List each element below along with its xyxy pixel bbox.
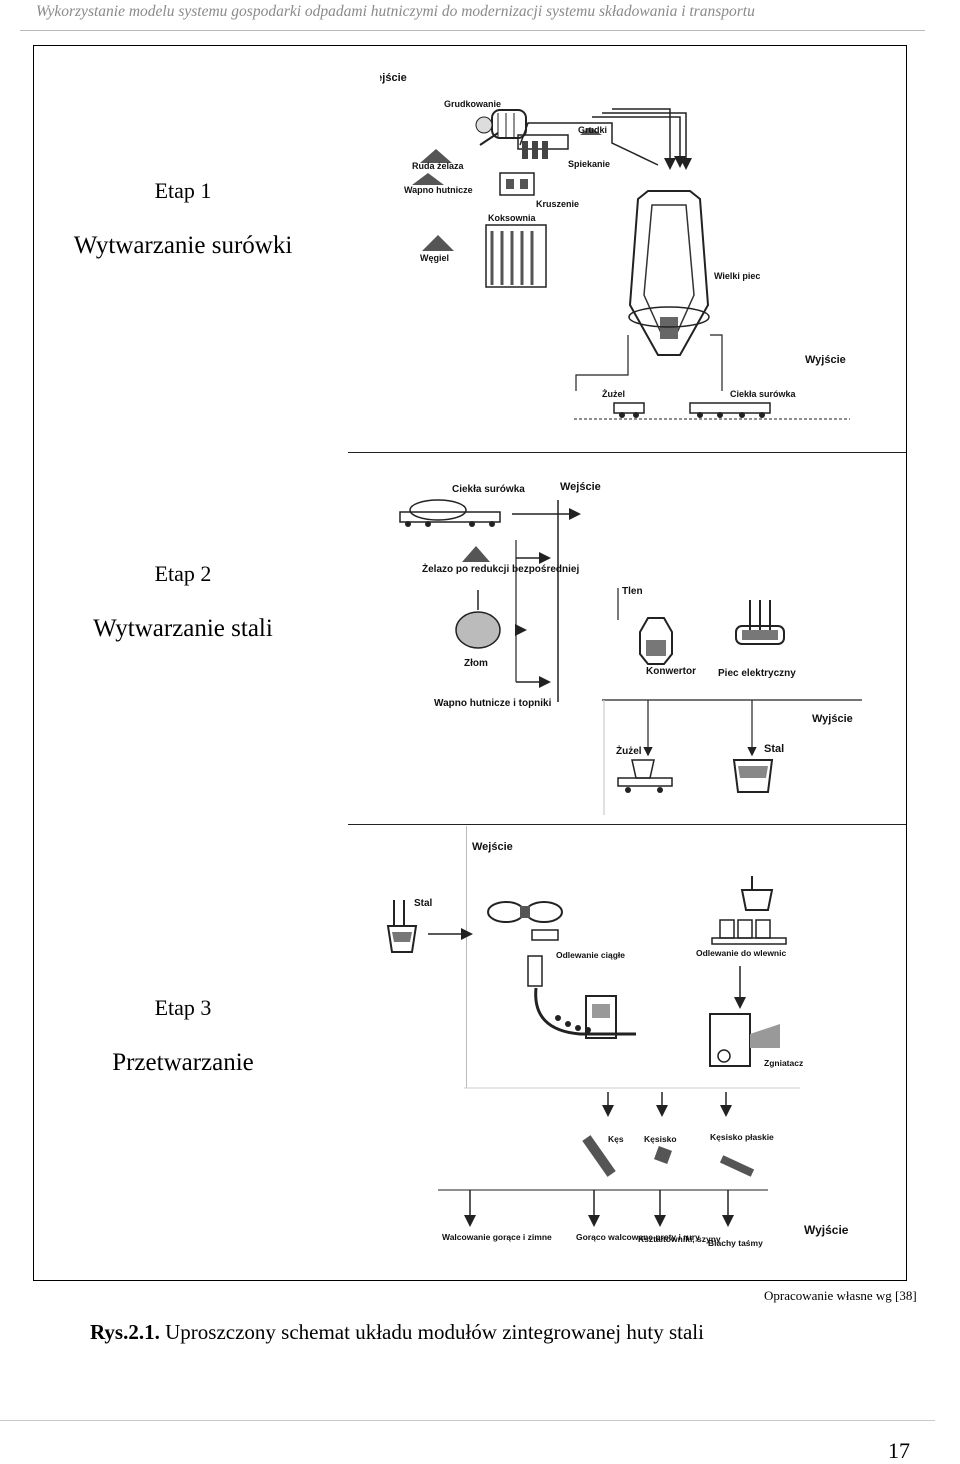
- stage-3-label-3: Zgniatacz: [764, 1058, 803, 1068]
- stage-1-label-2: Ruda żelaza: [412, 161, 465, 171]
- slab-icon: [719, 1155, 755, 1177]
- source-note: Opracowanie własne wg [38]: [764, 1288, 917, 1303]
- stage-1-label-1: Grudki: [578, 125, 607, 135]
- stage-1-number: Etap 1: [154, 178, 212, 203]
- stage-1-output-1: Ciekła surówka: [730, 389, 797, 399]
- stage-2-label-4: Tlen: [622, 586, 643, 597]
- page-number: 17: [888, 1438, 910, 1463]
- stage-2-label-0: Ciekła surówka: [452, 484, 525, 495]
- torpedo-car-icon: [399, 499, 501, 527]
- stage-2-output-label: Wyjście: [812, 713, 853, 725]
- stage-3-label: Etap 3 Przetwarzanie: [33, 995, 333, 1077]
- figure-caption: Rys.2.1. Uproszczony schemat układu modu…: [90, 1320, 704, 1345]
- slag-car-icon: [613, 402, 645, 418]
- stage-3-title: Przetwarzanie: [112, 1049, 254, 1076]
- stage-3-output-3: Blachy taśmy: [708, 1238, 763, 1248]
- stage-2-label-5: Konwertor: [646, 666, 696, 677]
- stage-3-label-2: Odlewanie do wlewnic: [696, 948, 786, 958]
- stage-1-label-3: Spiekanie: [568, 159, 610, 169]
- pellets-pile-icon: [580, 127, 602, 135]
- stage-3-output-2: Kształtowniki, szyny: [638, 1234, 721, 1244]
- dri-pile-icon: [462, 546, 490, 562]
- stage-1-label-6: Koksownia: [488, 213, 537, 223]
- stage-divider-2: [348, 824, 906, 825]
- header-rule: [20, 30, 925, 31]
- stage-3-number: Etap 3: [154, 995, 212, 1020]
- stage-2-label: Etap 2 Wytwarzanie stali: [33, 561, 333, 643]
- bloom-icon: [654, 1146, 672, 1164]
- stage-3-output-1: Gorąco walcowane pręty i rury: [576, 1232, 700, 1242]
- stage-2-output-1: Stal: [764, 743, 784, 755]
- stage-3-side-line: [466, 826, 467, 1088]
- pelletizing-drum-icon: [475, 109, 527, 146]
- slag-pot-icon: [617, 759, 673, 793]
- running-header: Wykorzystanie modelu systemu gospodarki …: [36, 3, 755, 20]
- blast-furnace-icon: [628, 190, 710, 356]
- sintering-machine-icon: [517, 134, 569, 159]
- stage-2-label-1: Żelazo po redukcji bezpośredniej: [422, 562, 579, 575]
- crusher-icon: [499, 172, 535, 196]
- stage-1-title: Wytwarzanie surówki: [73, 232, 293, 259]
- stage-2-output-0: Żużel: [616, 744, 642, 757]
- converter-icon: [639, 617, 673, 665]
- ore-pile-icon: [420, 149, 452, 163]
- stage-2-label-3: Wapno hutnicze i topniki: [434, 698, 552, 709]
- hot-metal-car-icon: [689, 402, 771, 418]
- stage-2-number: Etap 2: [154, 561, 212, 586]
- scrap-magnet-icon: [455, 590, 501, 649]
- stage-2-title: Wytwarzanie stali: [93, 615, 273, 642]
- stage-1-label-4: Wapno hutnicze: [404, 185, 473, 195]
- stage-3-label-0: Stal: [414, 898, 433, 909]
- caption-text: Uproszczony schemat układu modułów zinte…: [159, 1320, 704, 1344]
- footer-rule: [0, 1420, 935, 1421]
- coal-pile-icon: [422, 235, 454, 251]
- stage-1-label-5: Kruszenie: [536, 199, 579, 209]
- stage-2-illustration: Wejście Ciekła surówka Żelazo po redukcj…: [392, 470, 892, 820]
- stage-3-label-5: Kęsisko: [644, 1134, 677, 1144]
- stage-1-label-8: Wielki piec: [714, 271, 760, 281]
- coke-oven-icon: [485, 224, 547, 288]
- stage-1-output-label: Wyjście: [805, 354, 846, 366]
- stage-2-label-6: Piec elektryczny: [718, 668, 796, 679]
- stage-3-output-0: Walcowanie gorące i zimne: [442, 1232, 552, 1242]
- lime-pile-icon: [412, 173, 444, 185]
- continuous-caster-icon: [487, 901, 620, 1036]
- crusher-press-icon: [709, 1013, 780, 1067]
- blooming-mill-icon: [585, 995, 636, 1039]
- stage-2-input-label: Wejście: [560, 481, 601, 493]
- stage-1-illustration: Wejście Grudkowanie Grudki Ruda żelaza S…: [380, 55, 880, 435]
- stage-3-label-6: Kęsisko płaskie: [710, 1132, 774, 1142]
- stage-divider-1: [348, 452, 906, 453]
- stage-3-illustration: Wejście Stal Odlewanie ciągłe Odlewanie …: [380, 838, 900, 1274]
- stage-3-output-label: Wyjście: [804, 1223, 849, 1237]
- stage-1-label: Etap 1 Wytwarzanie surówki: [33, 178, 333, 260]
- stage-1-label-0: Grudkowanie: [444, 99, 501, 109]
- stage-1-output-0: Żużel: [602, 389, 625, 399]
- stage-3-input-label: Wejście: [472, 841, 513, 853]
- billet-icon: [582, 1135, 616, 1177]
- ladle-stal-icon: [386, 900, 418, 953]
- steel-ladle-icon: [732, 759, 774, 793]
- stage-3-label-4: Kęs: [608, 1134, 624, 1144]
- stage-1-input-label: Wejście: [380, 72, 407, 84]
- caption-label: Rys.2.1.: [90, 1320, 160, 1344]
- ingot-casting-icon: [711, 876, 787, 945]
- stage-3-label-1: Odlewanie ciągłe: [556, 950, 625, 960]
- figure-frame: [33, 45, 907, 1281]
- stage-1-label-7: Węgiel: [420, 253, 449, 263]
- stage-2-label-2: Złom: [464, 658, 488, 669]
- electric-furnace-icon: [735, 600, 785, 645]
